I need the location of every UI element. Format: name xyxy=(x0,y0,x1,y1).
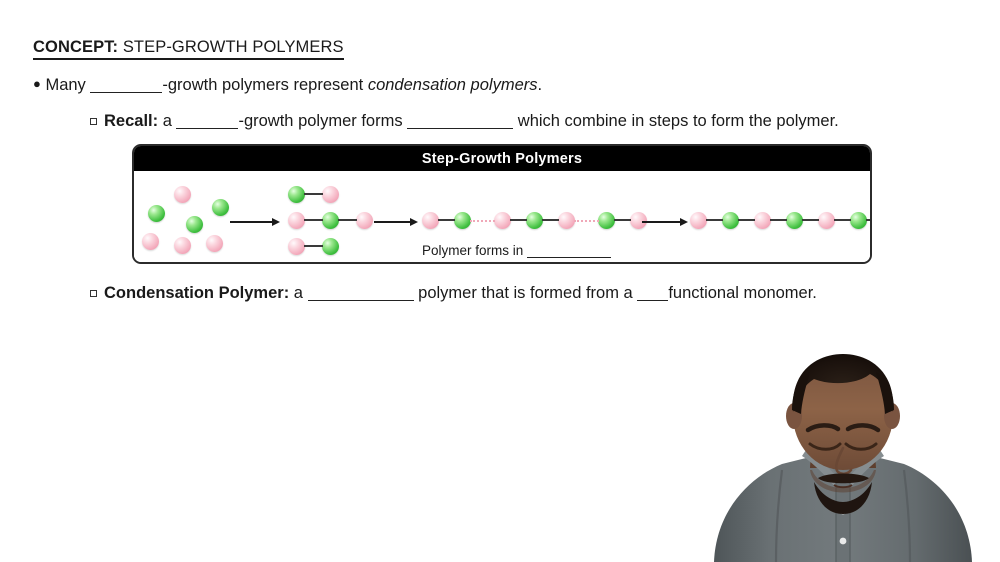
presenter-head xyxy=(793,360,893,470)
presenter-hair xyxy=(792,354,894,412)
bond xyxy=(706,219,723,221)
green-monomer xyxy=(322,212,339,229)
page-title: CONCEPT: STEP-GROWTH POLYMERS xyxy=(33,38,344,60)
pink-monomer xyxy=(356,212,373,229)
reaction-arrow-1 xyxy=(230,217,280,227)
reaction-arrow-3 xyxy=(642,217,688,227)
bond xyxy=(614,219,631,221)
green-monomer xyxy=(722,212,739,229)
green-monomer xyxy=(598,212,615,229)
presenter-figure xyxy=(686,352,1000,562)
bullet-main-text-1: Many xyxy=(45,76,91,94)
concept-title-text: STEP-GROWTH POLYMERS xyxy=(118,38,344,56)
bullet-main: ● Many -growth polymers represent conden… xyxy=(33,74,542,95)
pink-monomer xyxy=(322,186,339,203)
diagram-caption-text: Polymer forms in xyxy=(422,243,524,258)
bullet-main-emphasis: condensation polymers xyxy=(367,76,538,94)
bond xyxy=(834,219,851,221)
green-monomer xyxy=(148,205,165,222)
pink-monomer xyxy=(174,237,191,254)
bond xyxy=(304,245,323,247)
square-bullet-icon xyxy=(90,290,97,297)
condensation-text-2: polymer that is formed from a xyxy=(413,284,638,302)
bullet-marker-icon: ● xyxy=(33,76,41,91)
bond xyxy=(304,193,323,195)
green-monomer xyxy=(212,199,229,216)
fill-blank-3 xyxy=(407,116,514,129)
presenter-video-cutout xyxy=(686,352,1000,562)
bond xyxy=(866,219,870,221)
fill-blank-4 xyxy=(307,288,414,301)
bond xyxy=(770,219,787,221)
bond xyxy=(438,219,455,221)
green-monomer xyxy=(454,212,471,229)
fill-blank-caption xyxy=(527,245,612,258)
fill-blank-5 xyxy=(637,288,669,301)
recall-label: Recall: xyxy=(104,112,159,130)
recall-text-2: -growth polymer forms xyxy=(238,112,408,130)
condensation-text-1: a xyxy=(289,284,308,302)
pink-monomer xyxy=(494,212,511,229)
pink-monomer xyxy=(142,233,159,250)
pink-monomer xyxy=(174,186,191,203)
fill-blank-1 xyxy=(90,80,163,93)
green-monomer xyxy=(186,216,203,233)
pink-monomer xyxy=(422,212,439,229)
square-bullet-icon xyxy=(90,118,97,125)
green-monomer xyxy=(288,186,305,203)
bond xyxy=(338,219,357,221)
step-growth-diagram-panel: Step-Growth Polymers xyxy=(132,144,872,264)
condensation-text-3: functional monomer. xyxy=(668,284,817,302)
pink-monomer xyxy=(558,212,575,229)
bullet-main-text-3: . xyxy=(537,76,543,94)
bullet-condensation-polymer: Condensation Polymer: a polymer that is … xyxy=(90,283,817,303)
diagram-caption: Polymer forms in xyxy=(422,243,612,258)
concept-label: CONCEPT: xyxy=(33,38,119,56)
green-monomer xyxy=(850,212,867,229)
recall-text-3: which combine in steps to form the polym… xyxy=(513,112,839,130)
green-monomer xyxy=(526,212,543,229)
pink-monomer xyxy=(288,238,305,255)
fill-blank-2 xyxy=(176,116,239,129)
partial-bond xyxy=(470,220,495,222)
reaction-arrow-2 xyxy=(374,217,418,227)
diagram-body: Polymer forms in xyxy=(134,171,870,262)
bond xyxy=(802,219,819,221)
pink-monomer xyxy=(288,212,305,229)
bond xyxy=(510,219,527,221)
green-monomer xyxy=(322,238,339,255)
bullet-recall: Recall: a -growth polymer forms which co… xyxy=(90,111,839,131)
partial-bond xyxy=(574,220,599,222)
green-monomer xyxy=(786,212,803,229)
condensation-label: Condensation Polymer: xyxy=(104,284,290,302)
recall-text-1: a xyxy=(158,112,177,130)
pink-monomer xyxy=(690,212,707,229)
pink-monomer xyxy=(630,212,647,229)
bond xyxy=(542,219,559,221)
shirt-button xyxy=(839,537,847,545)
pink-monomer xyxy=(754,212,771,229)
bullet-main-text-2: -growth polymers represent xyxy=(162,76,368,94)
bond xyxy=(738,219,755,221)
diagram-title: Step-Growth Polymers xyxy=(134,146,870,171)
pink-monomer xyxy=(818,212,835,229)
bond xyxy=(304,219,323,221)
pink-monomer xyxy=(206,235,223,252)
